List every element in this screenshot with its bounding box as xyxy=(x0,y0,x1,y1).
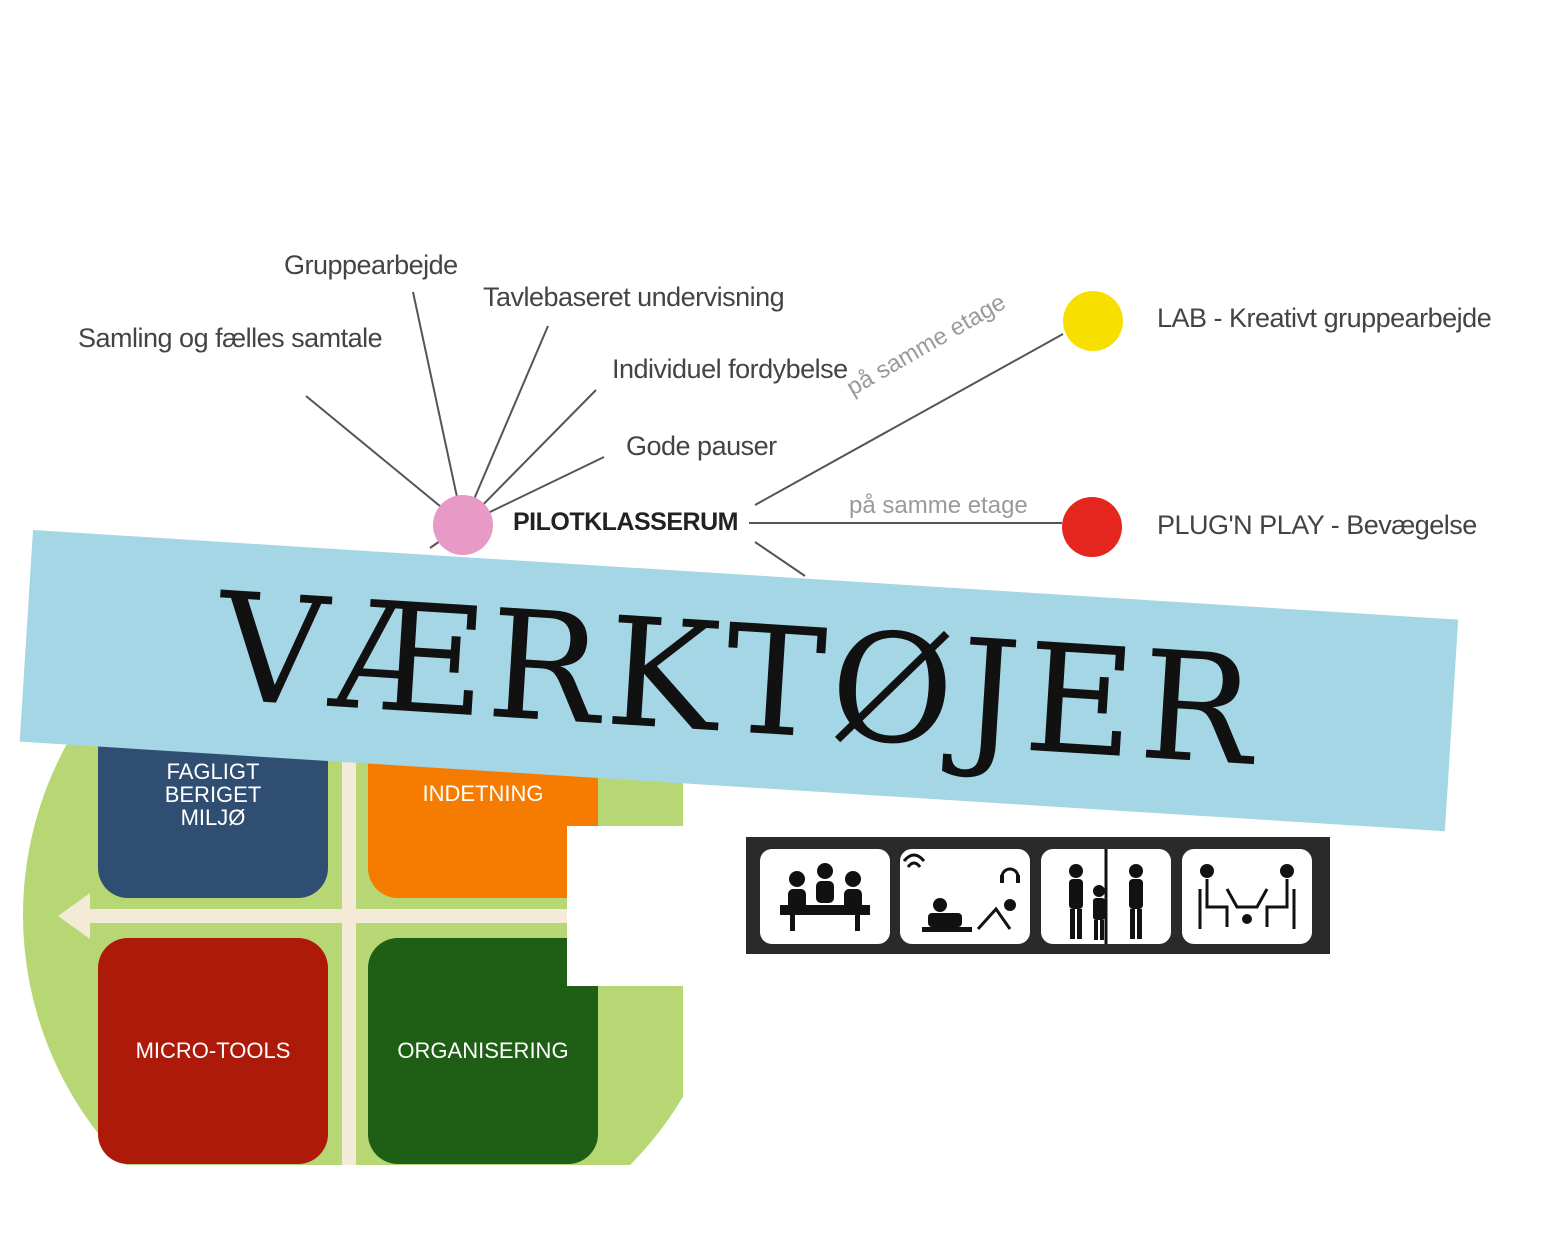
icon-strip xyxy=(746,837,1330,954)
axis-vertical xyxy=(342,700,356,1165)
center-node-dot xyxy=(433,495,493,555)
plugnplay-node-label: PLUG'N PLAY - Bevægelse xyxy=(1157,510,1477,540)
plugnplay-node-dot xyxy=(1062,497,1122,557)
white-overlay-block xyxy=(567,826,687,986)
tile-micro-tools-label: MICRO-TOOLS xyxy=(135,1038,291,1064)
spoke-label-gruppearbejde: Gruppearbejde xyxy=(284,250,458,280)
listening-reading-icon xyxy=(900,849,1030,944)
tile-organisering: ORGANISERING xyxy=(368,938,598,1164)
center-node-label: PILOTKLASSERUM xyxy=(513,508,738,536)
group-table-icon xyxy=(760,849,890,944)
spoke-label-individuel: Individuel fordybelse xyxy=(612,354,848,384)
tile-micro-tools: MICRO-TOOLS xyxy=(98,938,328,1164)
spoke-label-samling: Samling og fælles samtale xyxy=(78,323,383,353)
lab-node-label: LAB - Kreativt gruppearbejde xyxy=(1157,303,1492,333)
tile-fagligt-label: FAGLIGT BERIGET MILJØ xyxy=(164,759,262,831)
lab-node-dot xyxy=(1063,291,1123,351)
spoke-label-tavlebaseret: Tavlebaseret undervisning xyxy=(483,282,785,312)
axis-horizontal xyxy=(88,909,608,923)
tile-organisering-label: ORGANISERING xyxy=(397,1038,569,1064)
laptop-pair-icon xyxy=(1182,849,1312,944)
spoke-label-pauser: Gode pauser xyxy=(626,431,777,461)
edge-label-plugnplay: på samme etage xyxy=(849,492,1028,519)
arrow-left-icon xyxy=(58,893,90,939)
tile-indretning-label: INDETNING xyxy=(422,781,544,806)
standing-people-icon xyxy=(1041,849,1171,944)
quadrant-clip-bottom xyxy=(0,1165,700,1240)
